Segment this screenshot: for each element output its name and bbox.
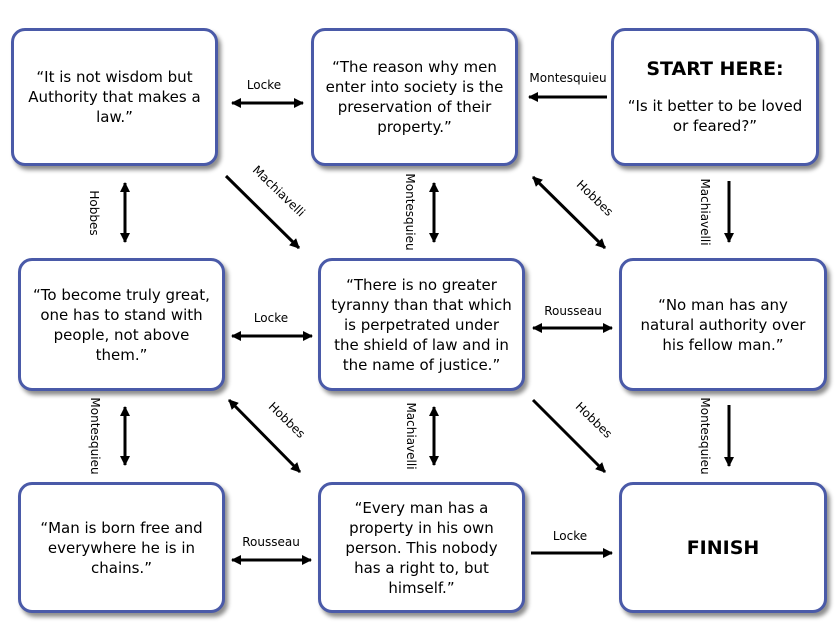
label-b5-finish: Hobbes bbox=[573, 399, 615, 440]
quote-text: “To become truly great, one has to stand… bbox=[33, 285, 210, 364]
start-question: “Is it better to be loved or feared?” bbox=[627, 97, 803, 135]
label-b6-finish: Montesquieu bbox=[698, 397, 712, 474]
quote-box-natural-authority: “No man has any natural authority over h… bbox=[619, 258, 827, 391]
label-b2-b6: Hobbes bbox=[574, 177, 616, 218]
start-title: START HERE: bbox=[646, 58, 784, 80]
label-start-b6: Machiavelli bbox=[698, 178, 712, 245]
finish-box: FINISH bbox=[619, 482, 827, 613]
quote-text: “It is not wisdom but Authority that mak… bbox=[28, 68, 201, 126]
quote-box-tyranny: “There is no greater tyranny than that w… bbox=[318, 258, 525, 391]
quote-box-truly-great: “To become truly great, one has to stand… bbox=[18, 258, 225, 391]
label-b8-finish: Locke bbox=[553, 529, 587, 543]
quote-box-born-free: “Man is born free and everywhere he is i… bbox=[18, 482, 225, 613]
quote-text: “The reason why men enter into society i… bbox=[325, 58, 504, 136]
label-b2-b5: Montesquieu bbox=[403, 173, 417, 250]
quote-box-property: “Every man has a property in his own per… bbox=[318, 482, 525, 613]
label-b5-b6: Rousseau bbox=[544, 304, 602, 318]
quote-text: “Man is born free and everywhere he is i… bbox=[40, 518, 203, 577]
label-b1-b4: Hobbes bbox=[87, 190, 101, 235]
quote-box-authority: “It is not wisdom but Authority that mak… bbox=[11, 28, 218, 166]
label-start-b2: Montesquieu bbox=[529, 71, 606, 85]
label-b5-b8: Machiavelli bbox=[404, 402, 418, 469]
arrow-b5-finish bbox=[531, 398, 607, 474]
finish-title: FINISH bbox=[686, 536, 760, 559]
label-b7-b8: Rousseau bbox=[242, 535, 300, 549]
quote-box-society: “The reason why men enter into society i… bbox=[311, 28, 518, 166]
arrow-b2-b6 bbox=[531, 175, 607, 250]
quote-text: “Every man has a property in his own per… bbox=[345, 498, 498, 597]
label-b1-b2: Locke bbox=[247, 78, 281, 92]
label-b4-b8: Hobbes bbox=[266, 399, 308, 440]
label-b1-b5: Machiavelli bbox=[250, 163, 308, 220]
arrow-b1-b5 bbox=[224, 174, 301, 250]
label-b5-b4: Locke bbox=[254, 311, 288, 325]
start-box: START HERE: “Is it better to be loved or… bbox=[611, 28, 819, 166]
arrow-b4-b8 bbox=[227, 398, 302, 474]
quote-text: “There is no greater tyranny than that w… bbox=[331, 275, 512, 374]
label-b4-b7: Montesquieu bbox=[88, 397, 102, 474]
quote-text: “No man has any natural authority over h… bbox=[640, 295, 806, 354]
